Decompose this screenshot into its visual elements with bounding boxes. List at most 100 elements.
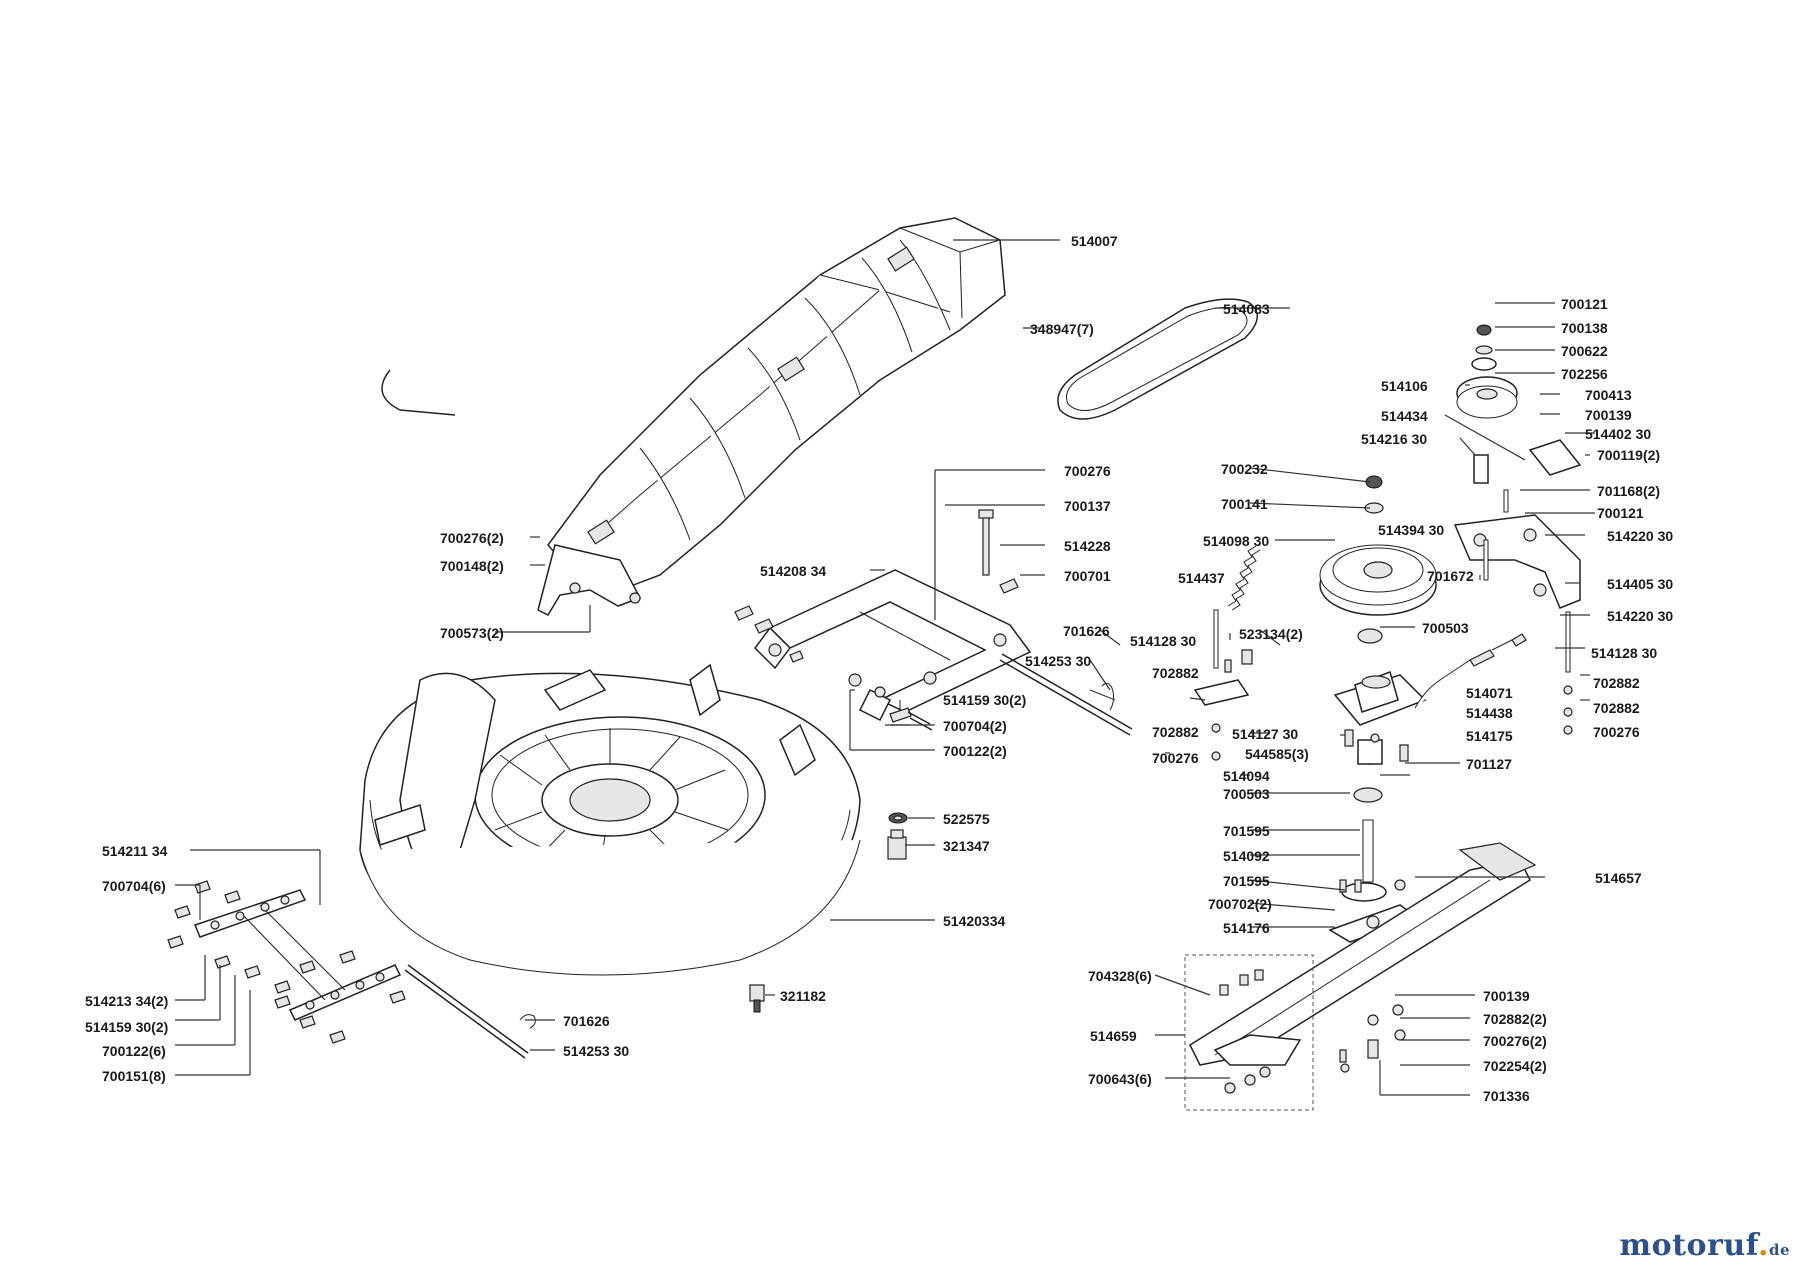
label-700232: 700232: [1221, 461, 1268, 477]
main-pulley: [1319, 475, 1437, 644]
label-700276-c: 700276: [1152, 750, 1199, 766]
label-544585: 544585(3): [1245, 746, 1309, 762]
label-514159-b: 514159 30(2): [85, 1019, 168, 1035]
label-701127: 701127: [1466, 756, 1512, 772]
label-702256: 702256: [1561, 366, 1608, 382]
motoruf-watermark: motoruf.de: [1619, 1228, 1790, 1263]
label-514657: 514657: [1595, 870, 1642, 886]
label-321182: 321182: [780, 988, 826, 1004]
label-514094: 514094: [1223, 768, 1270, 784]
tension-linkage: [1193, 324, 1582, 761]
label-514106: 514106: [1381, 378, 1428, 394]
label-514128-b: 514128 30: [1591, 645, 1657, 661]
label-701626-a: 701626: [1063, 623, 1110, 639]
label-700503-b: 700503: [1223, 786, 1270, 802]
label-700151: 700151(8): [102, 1068, 166, 1084]
bracket-bolts: [848, 673, 933, 731]
label-700276-top: 700276: [1064, 463, 1111, 479]
label-514253-b: 514253 30: [563, 1043, 629, 1059]
label-522575: 522575: [943, 811, 990, 827]
label-348947: 348947(7): [1030, 321, 1094, 337]
mulch-kit-box: [1184, 954, 1314, 1111]
label-700643: 700643(6): [1088, 1071, 1152, 1087]
deck-fittings: [749, 812, 908, 1013]
cutting-blade: [1189, 842, 1537, 1066]
label-514098: 514098 30: [1203, 533, 1269, 549]
label-514211: 514211 34: [102, 843, 168, 859]
label-700276-e: 700276(2): [1483, 1033, 1547, 1049]
label-700413: 700413: [1585, 387, 1632, 403]
label-700141: 700141: [1221, 496, 1268, 512]
label-514438: 514438: [1466, 705, 1513, 721]
label-702882-c: 702882: [1152, 724, 1199, 740]
label-700121-b: 700121: [1597, 505, 1644, 521]
label-704328: 704328(6): [1088, 968, 1152, 984]
label-700137: 700137: [1064, 498, 1111, 514]
label-514216: 514216 30: [1361, 431, 1427, 447]
watermark-brand: motoruf: [1619, 1228, 1758, 1263]
label-514253-a: 514253 30: [1025, 653, 1091, 669]
label-514402: 514402 30: [1585, 426, 1651, 442]
label-514071: 514071: [1466, 685, 1513, 701]
label-700276-d: 700276: [1593, 724, 1640, 740]
label-700121-a: 700121: [1561, 296, 1608, 312]
label-514083: 514083: [1223, 301, 1270, 317]
label-514175: 514175: [1466, 728, 1513, 744]
label-514092: 514092: [1223, 848, 1270, 864]
label-51420334: 51420334: [943, 913, 1006, 929]
watermark-dot: .: [1758, 1228, 1769, 1263]
label-514208: 514208 34: [760, 563, 826, 579]
label-523134: 523134(2): [1239, 626, 1303, 642]
label-702882-d: 702882: [1593, 700, 1640, 716]
mulch-kit-bolts: [1219, 969, 1271, 1094]
label-701626-b: 701626: [563, 1013, 610, 1029]
label-700276-2a: 700276(2): [440, 530, 504, 546]
mower-deck: [359, 663, 861, 976]
label-700701: 700701: [1064, 568, 1111, 584]
label-514128-a: 514128 30: [1130, 633, 1196, 649]
label-700573: 700573(2): [440, 625, 504, 641]
label-514159-a: 514159 30(2): [943, 692, 1026, 708]
label-701336: 701336: [1483, 1088, 1530, 1104]
label-321347: 321347: [943, 838, 990, 854]
tension-spring: [1227, 545, 1261, 611]
label-700702: 700702(2): [1208, 896, 1272, 912]
label-700704-a: 700704(2): [943, 718, 1007, 734]
label-700148: 700148(2): [440, 558, 504, 574]
label-700704-b: 700704(6): [102, 878, 166, 894]
spindle-housing: [1328, 671, 1427, 943]
label-701595-b: 701595: [1223, 873, 1270, 889]
label-702254: 702254(2): [1483, 1058, 1547, 1074]
label-514437: 514437: [1178, 570, 1225, 586]
label-514220-b: 514220 30: [1607, 608, 1673, 624]
watermark-tld: de: [1768, 1241, 1790, 1259]
label-514127: 514127 30: [1232, 726, 1298, 742]
label-701168: 701168(2): [1597, 483, 1660, 499]
label-700122-a: 700122(2): [943, 743, 1007, 759]
label-701672: 701672: [1427, 568, 1474, 584]
label-514220-a: 514220 30: [1607, 528, 1673, 544]
label-702882-e: 702882(2): [1483, 1011, 1547, 1027]
label-514228: 514228: [1064, 538, 1111, 554]
deck-adapter-bracket: [734, 509, 1032, 722]
leader-lines: [175, 239, 1595, 1096]
control-cable: [1414, 633, 1527, 709]
label-700119: 700119(2): [1597, 447, 1660, 463]
label-700138: 700138: [1561, 320, 1608, 336]
front-axle-assembly: [167, 880, 406, 1044]
label-700622: 700622: [1561, 343, 1608, 359]
label-702882-b: 702882: [1593, 675, 1640, 691]
deck-rod-lower: [404, 964, 536, 1059]
label-700139-a: 700139: [1585, 407, 1632, 423]
grass-chute: [537, 217, 1006, 616]
v-belt: [381, 298, 1258, 420]
small-hardware: [1224, 649, 1409, 1073]
label-514405: 514405 30: [1607, 576, 1673, 592]
label-514394: 514394 30: [1378, 522, 1444, 538]
label-514176: 514176: [1223, 920, 1270, 936]
label-514007: 514007: [1071, 233, 1118, 249]
label-702882-a: 702882: [1152, 665, 1199, 681]
part-labels: 514007 348947(7) 514083 700121 700138 70…: [85, 233, 1673, 1104]
label-700139-b: 700139: [1483, 988, 1530, 1004]
